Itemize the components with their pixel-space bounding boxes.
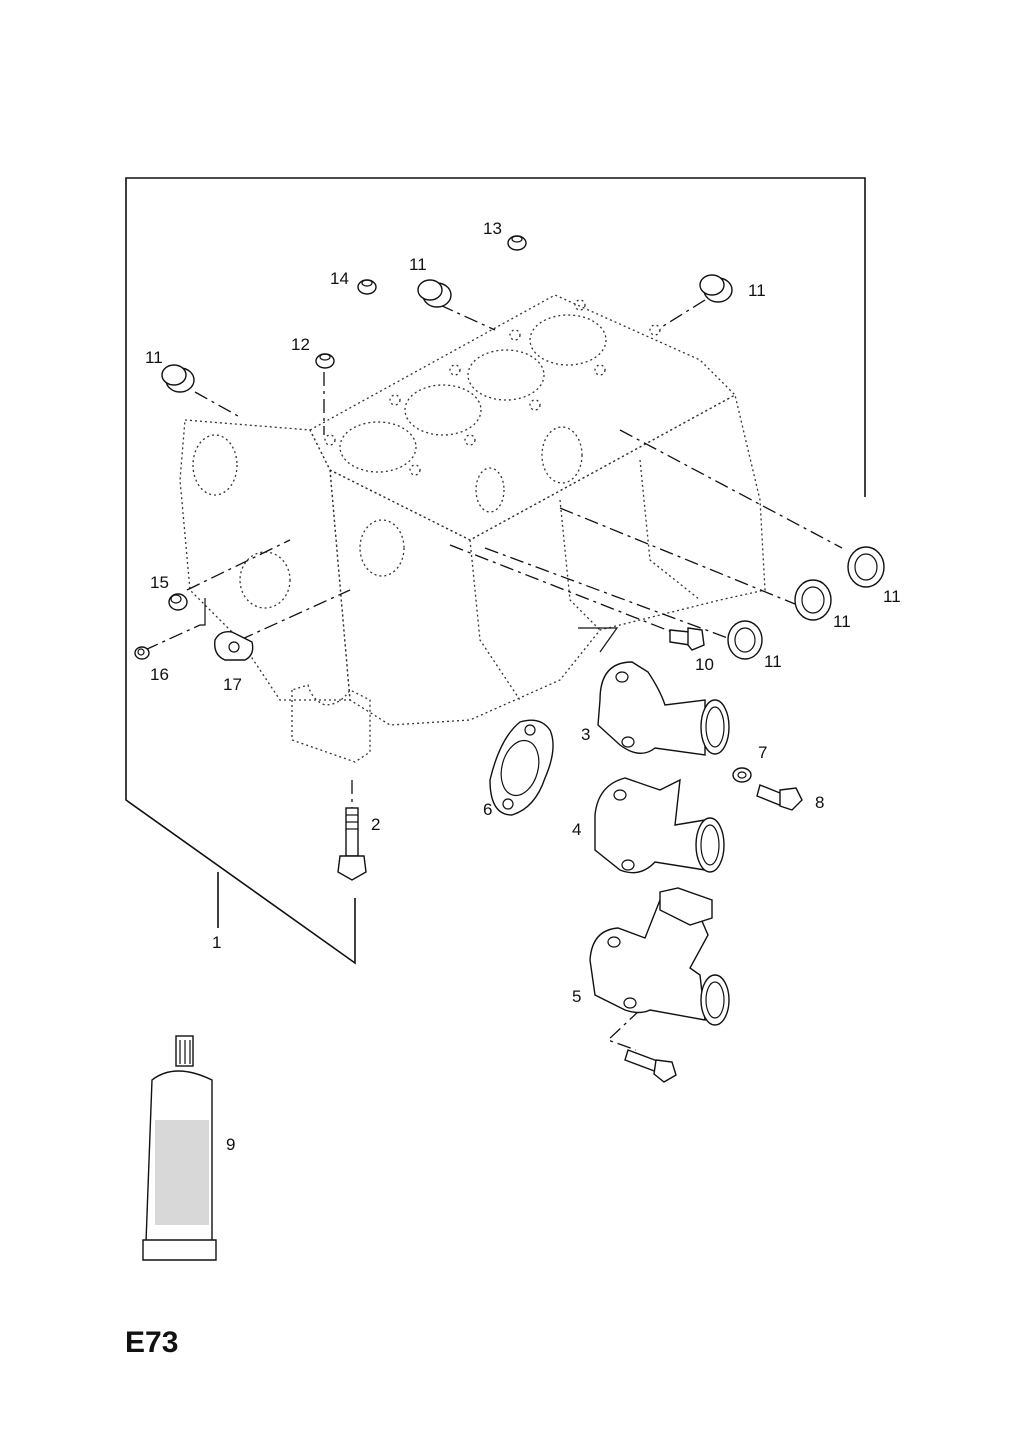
bolt-part-8 (756, 784, 803, 811)
thermostat-housing-part-5 (589, 887, 730, 1026)
diagram-code: E73 (125, 1326, 178, 1359)
bracket-part-17 (214, 630, 254, 661)
callout-11-top-right: 11 (748, 281, 766, 300)
callout-7: 7 (758, 743, 767, 762)
washer-part-7 (732, 767, 752, 783)
engine-block (179, 294, 766, 726)
callout-16: 16 (150, 665, 169, 684)
callout-12: 12 (291, 335, 310, 354)
seal-part-11-c (727, 620, 763, 660)
callout-11-right-c: 11 (764, 652, 782, 671)
plug-part-11-top-right (699, 274, 733, 303)
plug-part-16 (134, 646, 150, 660)
seal-part-11-a (847, 546, 885, 588)
callout-13: 13 (483, 219, 502, 238)
callout-11-right-a: 11 (883, 587, 901, 606)
gasket-part-6 (489, 719, 554, 816)
plug-part-11-left (161, 364, 195, 393)
water-outlet-part-3 (597, 661, 730, 756)
callout-8: 8 (815, 793, 824, 812)
dowel-part-13 (507, 235, 527, 251)
bolt-part-2 (337, 807, 367, 881)
water-outlet-part-4 (594, 777, 725, 874)
callout-11-top-left: 11 (409, 255, 427, 274)
callout-3: 3 (581, 725, 590, 744)
callout-10: 10 (695, 655, 714, 674)
callout-labels: 1 2 3 4 5 6 7 8 9 10 11 11 11 11 11 11 1… (145, 219, 901, 1154)
callout-2: 2 (371, 815, 380, 834)
plug-part-10 (669, 627, 705, 651)
callout-6: 6 (483, 800, 492, 819)
callout-11-left: 11 (145, 348, 163, 367)
callout-1: 1 (212, 933, 221, 952)
callout-17: 17 (223, 675, 242, 694)
dowel-part-14 (357, 279, 377, 295)
callout-11-right-b: 11 (833, 612, 851, 631)
plug-part-11-top-left (417, 279, 452, 308)
assembly-bracket (125, 177, 866, 965)
callout-14: 14 (330, 269, 349, 288)
callout-15: 15 (150, 573, 169, 592)
sleeve-part-15 (168, 593, 188, 611)
bearing-cap (291, 684, 371, 763)
callout-5: 5 (572, 987, 581, 1006)
callout-9: 9 (226, 1135, 235, 1154)
sealant-tube-part-9 (142, 1035, 217, 1261)
seal-part-11-b (794, 579, 832, 621)
callout-4: 4 (572, 820, 581, 839)
thermostat-bolt (624, 1049, 677, 1083)
dowel-part-12 (315, 353, 335, 369)
leader-lines (144, 299, 843, 1051)
